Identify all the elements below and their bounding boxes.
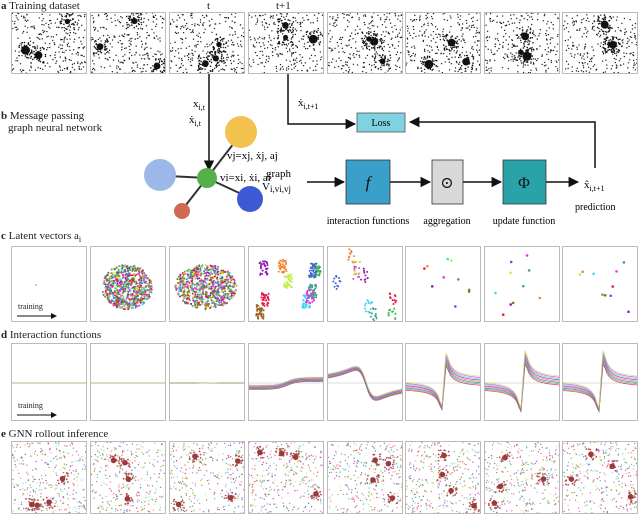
section-d-title: Interaction functions [9,329,102,341]
rollout-frame-6 [484,441,560,514]
section-b-title-line2: graph neural network [8,122,103,134]
interaction-panel-4 [327,343,403,421]
interaction-panel-5 [405,343,481,421]
interaction-panel-0 [11,343,87,421]
latent-panel-3 [248,246,324,322]
rollout-frame-3 [248,441,324,514]
phi-symbol: Φ [518,175,530,192]
training-frame-6 [484,12,560,74]
rollout-frame-7 [562,441,638,514]
section-c-title-sub: i [78,235,82,245]
rollout-frame-0 [11,441,87,514]
node-j-label: vj=xj, ẋj, aj [227,150,278,162]
interaction-panel-3 [248,343,324,421]
prediction-symbol: x̂i,t+1 [584,179,604,193]
interaction-panel-2 [169,343,245,421]
training-frame-3 [248,12,324,74]
xdot-label: ẋi,t [189,114,202,128]
loss-label: Loss [372,118,391,129]
section-e-header: e GNN rollout inference [1,428,108,440]
graph-node-neighbor [237,186,263,212]
prediction-label: prediction [575,202,616,213]
section-c-letter: c [1,230,6,242]
latent-panel-7 [562,246,638,322]
training-frame-2 [169,12,245,74]
target-arrow [287,74,357,130]
xdot-next-label: ẋi,t+1 [298,97,318,111]
section-a-header: a Training dataset [1,0,80,12]
aggregation-label: aggregation [423,216,470,227]
training-frame-4 [327,12,403,74]
interaction-training-arrow [17,412,57,418]
rollout-frame-4 [327,441,403,514]
interaction-panel-6 [484,343,560,421]
section-a-title: Training dataset [9,0,80,12]
rollout-frame-1 [90,441,166,514]
interaction-training-label: training [18,401,43,410]
graph-label: graph [266,168,292,180]
section-c-header: c Latent vectors ai [1,230,81,246]
update-function-label: update function [493,216,555,227]
graph-node-j [225,116,257,148]
section-a-letter: a [1,0,7,12]
time-t1-label: t+1 [276,0,291,12]
graph-node-neighbor [144,159,176,191]
x-label: xi,t [193,98,206,112]
graph-node-i [197,168,217,188]
rollout-frame-5 [405,441,481,514]
update-function-box [502,159,547,205]
aggregation-symbol: ⊙ [440,175,453,192]
latent-panel-1 [90,246,166,322]
graph-node-neighbor [174,203,190,219]
training-frame-1 [90,12,166,74]
latent-training-label: training [18,302,43,311]
interaction-panel-1 [90,343,166,421]
latent-panel-5 [405,246,481,322]
graph-vertices-label: Vi,vi,vj [262,181,291,194]
training-frame-7 [562,12,638,74]
time-t-label: t [207,0,211,12]
section-d-letter: d [1,329,8,341]
section-b-title-line1: Message passing [9,110,85,122]
f-symbol: f [366,173,373,192]
section-d-header: d Interaction functions [1,329,101,341]
latent-panel-6 [484,246,560,322]
interaction-functions-label: interaction functions [327,216,410,227]
section-c-title: Latent vectors a [8,230,79,242]
interaction-panel-7 [562,343,638,421]
section-e-letter: e [1,428,6,440]
section-e-title: GNN rollout inference [8,428,109,440]
node-i-label: vi=xi, ẋi, ai [220,172,271,184]
training-frame-0 [11,12,87,74]
interaction-function-box [345,159,391,205]
latent-training-arrow [17,313,57,319]
loss-box [356,112,406,133]
prediction-loss-arrow [408,116,596,168]
latent-panel-2 [169,246,245,322]
aggregation-box [431,159,464,205]
latent-panel-4 [327,246,403,322]
rollout-frame-2 [169,441,245,514]
training-frame-5 [405,12,481,74]
section-b-letter: b [1,110,8,122]
section-b-header: b Message passing graph neural network [1,110,102,134]
latent-panel-0 [11,246,87,322]
